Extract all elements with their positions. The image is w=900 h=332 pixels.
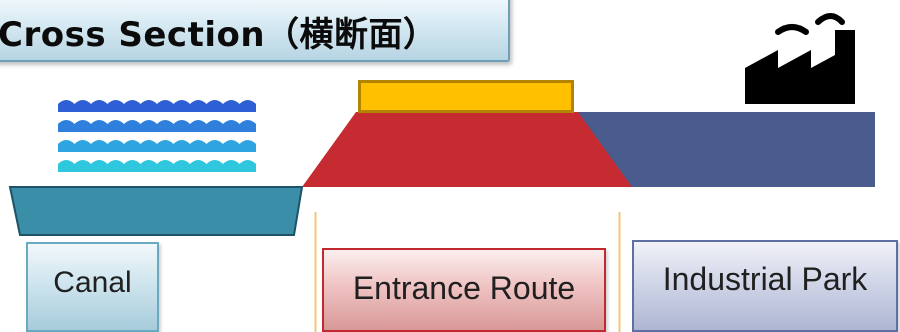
entrance-route-label-box: Entrance Route [322, 248, 606, 332]
industrial-park-label: Industrial Park [662, 260, 868, 297]
title-box: Cross Section（横断面） [0, 0, 510, 62]
canal-label-box: Canal [26, 242, 159, 332]
entrance-route-embankment [302, 112, 632, 187]
canal-channel [8, 186, 304, 236]
diagram-title: Cross Section（横断面） [0, 14, 438, 55]
entrance-route-label: Entrance Route [352, 269, 576, 306]
entrance-route-road [358, 80, 574, 113]
factory-icon [745, 13, 855, 104]
industrial-park-label-box: Industrial Park [632, 240, 898, 332]
canal-label: Canal [53, 266, 132, 299]
water-waves-icon [58, 100, 256, 172]
